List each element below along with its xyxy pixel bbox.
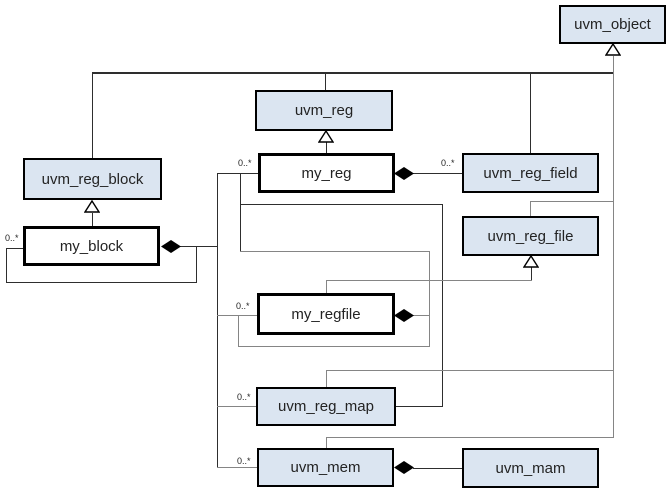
connector-segment [6,248,24,249]
class-box-my-reg: my_reg [258,153,395,193]
connector-segment [326,437,327,448]
connector-segment [217,467,257,468]
connector-segment [92,74,93,158]
composition-diamond-my-regfile [394,309,414,322]
multiplicity-label: 0..* [237,392,251,402]
connector-segment [217,315,257,316]
connector-segment [92,213,93,226]
class-box-uvm-reg-field: uvm_reg_field [462,153,599,193]
class-box-uvm-reg-file: uvm_reg_file [462,216,599,256]
connector-segment [396,406,443,407]
connector-segment [217,173,258,174]
connector-segment [531,267,532,280]
connector-segment [429,251,430,347]
class-box-my-block: my_block [23,226,160,266]
class-box-uvm-reg: uvm_reg [255,90,393,131]
connector-segment [6,282,197,283]
inheritance-bus-line [92,72,613,74]
class-box-uvm-reg-block: uvm_reg_block [23,158,162,200]
composition-trunk-line [217,173,218,468]
class-box-my-regfile: my_regfile [257,293,395,335]
multiplicity-label: 0..* [441,158,455,168]
class-box-uvm-mam: uvm_mam [462,448,599,488]
connector-segment [530,201,614,202]
composition-diamond-my-block [161,240,181,253]
connector-segment [326,437,614,438]
connector-segment [240,204,443,205]
composition-diamond-uvm-mem [394,461,414,474]
inheritance-arrow-icon [84,200,100,213]
connector-segment [179,246,218,247]
connector-segment [530,201,531,216]
composition-diamond-my-reg [394,167,414,180]
class-box-uvm-reg-map: uvm_reg_map [256,387,396,426]
connector-segment [6,248,7,283]
connector-segment [530,74,531,153]
inheritance-arrow-icon [318,130,334,143]
connector-segment [412,173,462,174]
connector-segment [326,370,327,387]
connector-segment [326,370,614,371]
connector-segment [238,346,430,347]
connector-segment [196,246,197,283]
connector-segment [240,174,241,252]
connector-segment [413,468,462,469]
connector-segment [326,280,327,293]
connector-segment [325,74,326,90]
connector-segment [412,315,430,316]
multiplicity-label: 0..* [237,456,251,466]
multiplicity-label: 0..* [238,158,252,168]
inheritance-arrow-icon [605,43,621,56]
connector-segment [326,142,327,153]
class-box-uvm-mem: uvm_mem [257,448,394,487]
connector-segment [240,251,430,252]
multiplicity-label: 0..* [5,233,19,243]
class-box-uvm-object: uvm_object [559,5,666,44]
multiplicity-label: 0..* [236,301,250,311]
connector-segment [442,204,443,407]
connector-segment [217,406,256,407]
connector-segment [613,56,614,438]
inheritance-arrow-icon [523,255,539,268]
connector-segment [238,315,239,347]
